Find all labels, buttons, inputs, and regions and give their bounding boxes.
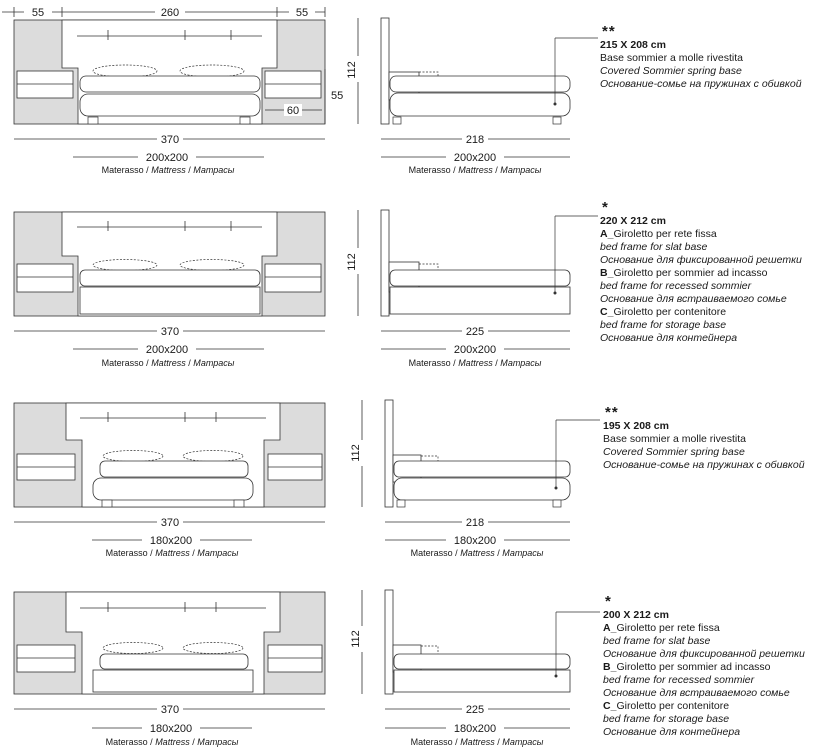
spec-line: Covered Sommier spring base [603, 446, 745, 458]
row-1: 55 260 55 60 55 [2, 5, 598, 175]
spec-line: B_Giroletto per sommier ad incasso [600, 267, 768, 279]
spec-line: bed frame for storage base [600, 319, 727, 331]
dim-nightstand-60: 60 [287, 105, 299, 117]
spec-mark: ** [602, 23, 616, 40]
spec-line: Основание для фиксированной решетки [603, 648, 805, 660]
spec-line: C_Giroletto per contenitore [603, 700, 730, 712]
mattress-caption-side: Materasso / Mattress / Матрасы [409, 358, 542, 368]
spec-label-1: ** 215 X 208 cm Base sommier a molle riv… [600, 24, 802, 91]
dim-depth: 218 [466, 517, 484, 529]
spec-size: 215 X 208 cm [600, 39, 666, 51]
spec-size: 220 X 212 cm [600, 215, 666, 227]
spec-line: B_Giroletto per sommier ad incasso [603, 661, 771, 673]
row-2: 370 200x200 Materasso / Mattress / Матра… [13, 209, 598, 368]
dim-mattress-front: 200x200 [146, 344, 188, 356]
spec-label-4: * 200 X 212 cm A_Giroletto per rete fiss… [603, 594, 805, 739]
front-view [13, 402, 326, 508]
spec-mark: * [602, 199, 609, 216]
spec-line: A_Giroletto per rete fissa [603, 622, 720, 634]
dim-left-55: 55 [32, 7, 44, 19]
dim-height-112: 112 [346, 61, 358, 79]
side-view: 112 [346, 17, 598, 125]
front-view [13, 591, 326, 695]
dim-width-370: 370 [161, 326, 179, 338]
dim-width-370: 370 [161, 517, 179, 529]
spec-line: Основание-сомье на пружинах с обивкой [600, 78, 802, 90]
dim-width-370: 370 [161, 704, 179, 716]
spec-size: 195 X 208 cm [603, 420, 669, 432]
spec-label-2: * 220 X 212 cm A_Giroletto per rete fiss… [600, 200, 802, 345]
dim-mattress-side: 180x200 [454, 723, 496, 735]
spec-line: Основание для контейнера [603, 726, 741, 738]
front-view: 60 55 [13, 19, 343, 125]
spec-line: bed frame for slat base [603, 635, 711, 647]
front-view [13, 211, 326, 317]
side-view: 112 [346, 209, 598, 317]
spec-mark: * [605, 593, 612, 610]
spec-line: bed frame for recessed sommier [600, 280, 752, 292]
spec-size: 200 X 212 cm [603, 609, 669, 621]
dim-mattress-side: 200x200 [454, 152, 496, 164]
side-view: 112 [350, 399, 600, 508]
dim-mattress-front: 180x200 [150, 723, 192, 735]
mattress-caption-side: Materasso / Mattress / Матрасы [411, 548, 544, 558]
dim-mattress-side: 180x200 [454, 535, 496, 547]
spec-line: C_Giroletto per contenitore [600, 306, 727, 318]
mattress-caption-front: Materasso / Mattress / Матрасы [106, 548, 239, 558]
spec-line: A_Giroletto per rete fissa [600, 228, 717, 240]
spec-line: Основание для встраиваемого сомье [603, 687, 790, 699]
dim-right-55: 55 [296, 7, 308, 19]
dim-depth: 225 [466, 326, 484, 338]
side-view: 112 [350, 589, 600, 695]
spec-line: bed frame for storage base [603, 713, 730, 725]
dim-height-112: 112 [346, 253, 358, 271]
dim-width-370: 370 [161, 134, 179, 146]
spec-label-3: ** 195 X 208 cm Base sommier a molle riv… [603, 405, 805, 472]
spec-line: Covered Sommier spring base [600, 65, 742, 77]
mattress-caption-front: Materasso / Mattress / Матрасы [102, 165, 235, 175]
dim-mattress-front: 180x200 [150, 535, 192, 547]
mattress-caption-front: Materasso / Mattress / Матрасы [102, 358, 235, 368]
dim-height-55: 55 [331, 90, 343, 102]
row-4: 370 180x200 Materasso / Mattress / Матра… [13, 589, 600, 747]
spec-line: Основание для контейнера [600, 332, 738, 344]
spec-mark: ** [605, 404, 619, 421]
mattress-caption-front: Materasso / Mattress / Матрасы [106, 737, 239, 747]
mattress-caption-side: Materasso / Mattress / Матрасы [411, 737, 544, 747]
spec-line: bed frame for slat base [600, 241, 708, 253]
dim-height-112: 112 [350, 444, 362, 462]
spec-line: Основание-сомье на пружинах с обивкой [603, 459, 805, 471]
spec-line: Base sommier a molle rivestita [600, 52, 743, 64]
spec-line: Base sommier a molle rivestita [603, 433, 746, 445]
row-3: 370 180x200 Materasso / Mattress / Матра… [13, 399, 600, 558]
dim-mattress-side: 200x200 [454, 344, 496, 356]
dim-depth: 218 [466, 134, 484, 146]
dim-headboard-260: 260 [161, 7, 179, 19]
spec-line: Основание для встраиваемого сомье [600, 293, 787, 305]
spec-line: bed frame for recessed sommier [603, 674, 755, 686]
dim-depth: 225 [466, 704, 484, 716]
dim-mattress-front: 200x200 [146, 152, 188, 164]
mattress-caption-side: Materasso / Mattress / Матрасы [409, 165, 542, 175]
spec-line: Основание для фиксированной решетки [600, 254, 802, 266]
dim-height-112: 112 [350, 630, 362, 648]
